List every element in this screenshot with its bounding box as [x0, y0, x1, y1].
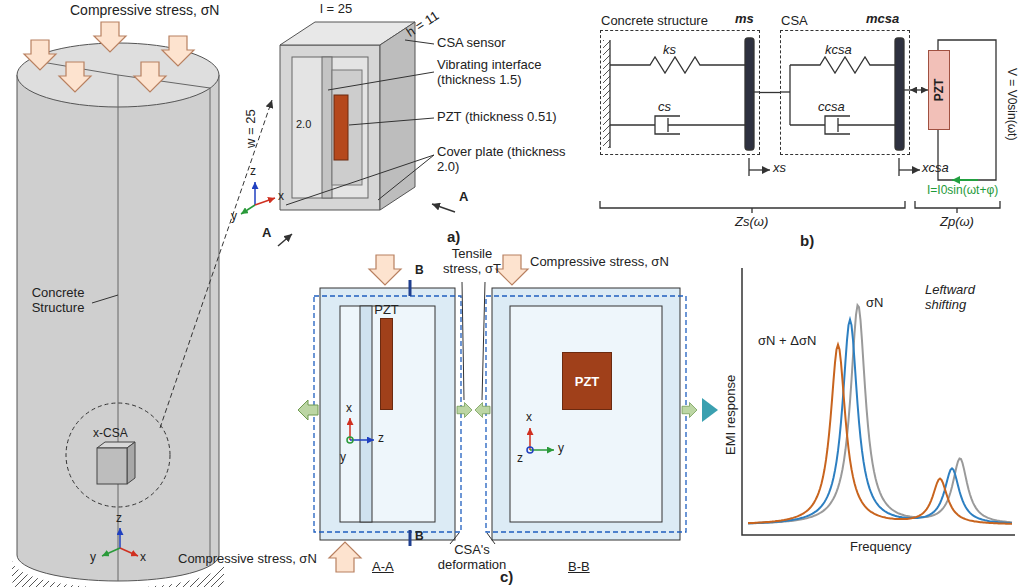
label: z	[250, 165, 256, 179]
emi-curve	[748, 320, 1012, 524]
csa-sensor-3d	[241, 22, 455, 246]
label: Vibrating interface (thickness 1.5)	[437, 58, 587, 88]
label: z	[517, 452, 523, 466]
label: PZT (thickness 0.51)	[437, 110, 557, 125]
label: V = V0sin(ωt)	[1004, 68, 1018, 140]
mechanical-model	[600, 38, 1000, 213]
emi-curve	[748, 345, 1012, 524]
label: w = 25	[244, 109, 259, 148]
label: xcsa	[922, 161, 949, 176]
label: x	[346, 402, 352, 416]
label: c)	[500, 568, 513, 585]
cross-sections	[298, 255, 1015, 572]
label: Frequency	[850, 540, 911, 555]
label: I=I0sin(ωt+φ)	[927, 184, 998, 198]
label: CSA sensor	[437, 36, 506, 51]
label: A-A	[372, 560, 394, 575]
node-text: CSA	[781, 13, 808, 28]
label: kcsa	[825, 43, 852, 58]
label: ms	[735, 12, 754, 27]
label: A	[262, 226, 271, 241]
label: x-CSA	[93, 427, 128, 441]
label: x	[140, 551, 146, 565]
label: Cover plate (thickness 2.0)	[437, 145, 587, 175]
label: Zs(ω)	[735, 215, 768, 230]
label: σN + ΔσN	[758, 334, 816, 349]
label: z	[378, 432, 384, 446]
label: h = 11	[404, 9, 442, 41]
label: Compressive stress, σN	[530, 255, 669, 270]
dashed-group-box: CSA	[780, 30, 910, 155]
label: xs	[773, 161, 786, 176]
label: 2.0	[296, 118, 311, 131]
label: y	[340, 451, 346, 465]
label: Leftward shifting	[925, 283, 1005, 313]
label: x	[278, 190, 284, 204]
concrete-cylinder	[12, 22, 272, 587]
pzt-box: PZT	[562, 352, 612, 410]
label: Concrete Structure	[22, 286, 94, 316]
label: Compressive stress, σN	[70, 2, 219, 18]
label: A	[459, 190, 468, 205]
label: EMI response	[724, 375, 739, 455]
label: l = 25	[320, 2, 352, 17]
label: y	[90, 551, 96, 565]
label: mcsa	[866, 12, 899, 27]
label: B	[415, 264, 424, 278]
emi-curve	[748, 305, 1012, 523]
node-text: PZT	[374, 302, 399, 317]
label: ccsa	[818, 100, 845, 115]
pzt-box: PZT	[928, 50, 950, 130]
label: Tensile stress, σT	[436, 247, 508, 277]
label: x	[526, 411, 532, 425]
label: y	[558, 442, 564, 456]
label: B	[415, 530, 424, 544]
label: σN	[866, 296, 883, 311]
label: B-B	[568, 560, 590, 575]
label: ks	[663, 43, 676, 58]
connector	[760, 92, 780, 93]
label: z	[116, 512, 122, 526]
connector	[910, 89, 928, 90]
label: Compressive stress, σN	[178, 552, 317, 567]
label: y	[231, 210, 237, 224]
label: a)	[447, 228, 460, 245]
label: cs	[658, 100, 671, 115]
label: b)	[800, 232, 814, 249]
label: Zp(ω)	[940, 215, 974, 230]
node-text: PZT	[575, 374, 600, 389]
pzt-box: PZT	[380, 318, 393, 410]
node-text: PZT	[932, 79, 946, 102]
dashed-group-box: Concrete structure	[600, 30, 760, 155]
node-text: Concrete structure	[601, 13, 708, 28]
